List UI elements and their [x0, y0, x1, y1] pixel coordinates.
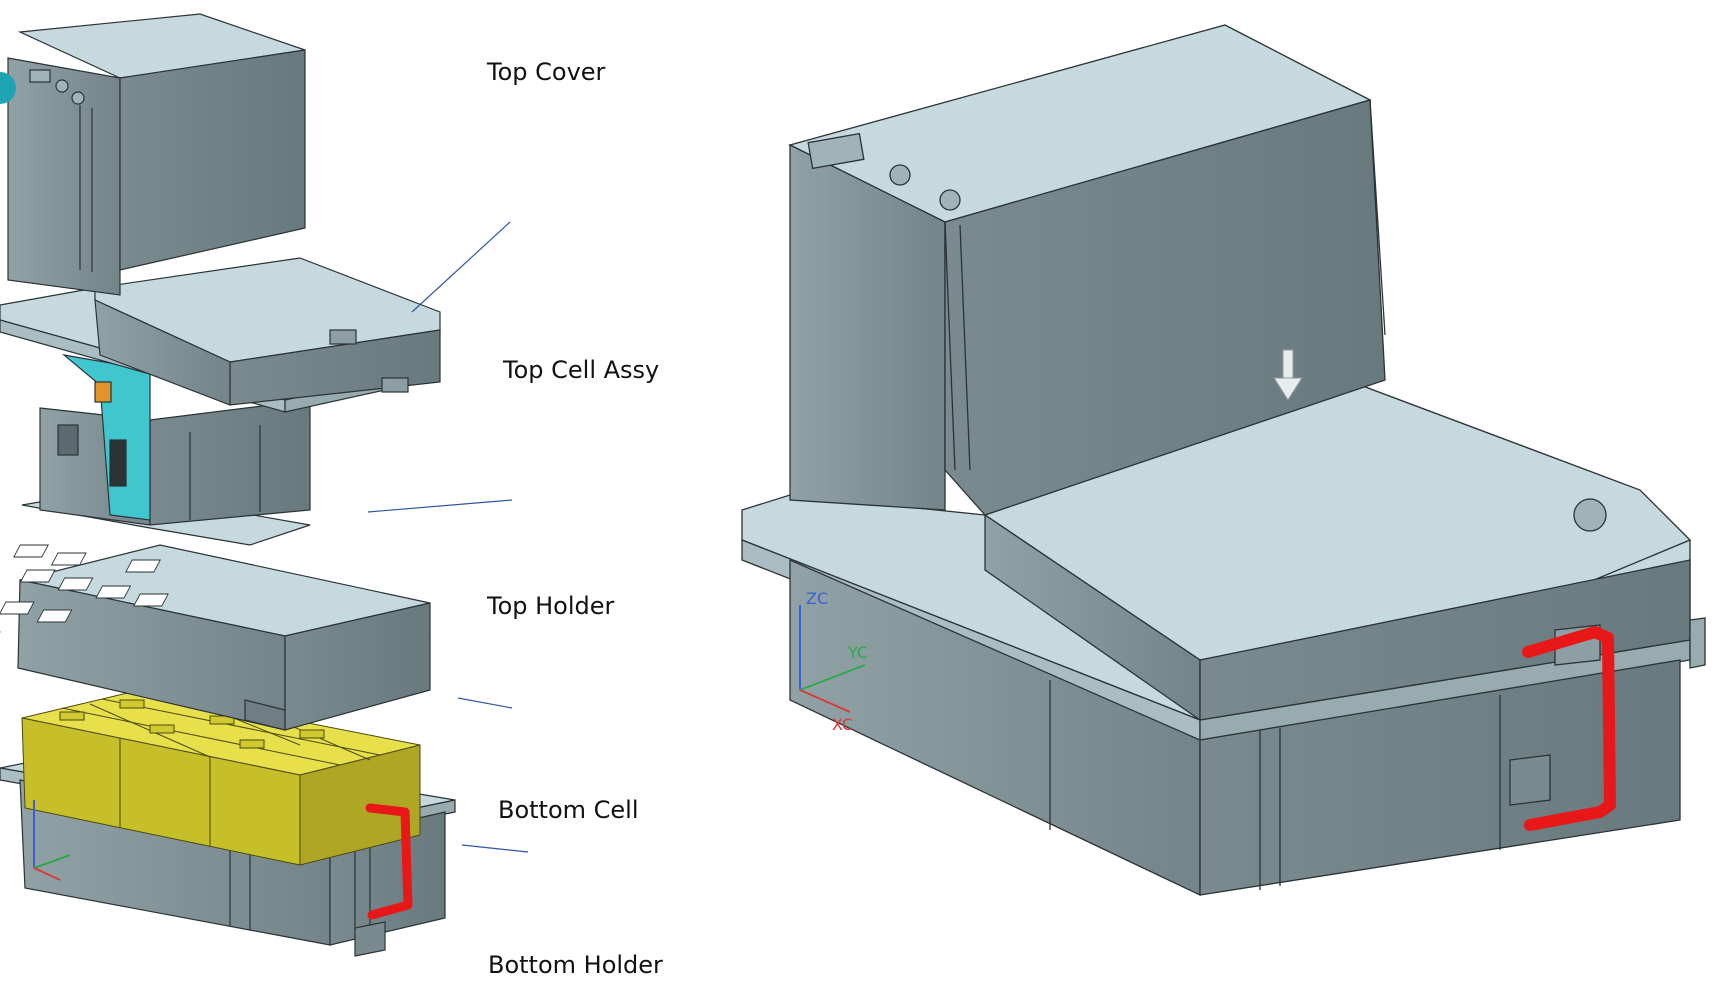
top-cover-part	[0, 13, 441, 413]
label-top-holder: Top Holder	[487, 592, 615, 620]
view-indicator-icon	[0, 72, 16, 104]
leader-lines	[367, 221, 529, 853]
assembled-view	[741, 24, 1706, 897]
exploded-view	[0, 13, 529, 957]
axis-triad-large: ZC YC XC	[799, 589, 868, 734]
coolant-pipe-small	[365, 803, 413, 920]
label-top-cover: Top Cover	[487, 58, 606, 86]
axis-label-x: XC	[832, 715, 853, 734]
label-top-cell-assy: Top Cell Assy	[503, 356, 660, 384]
label-bottom-cell: Bottom Cell	[498, 796, 639, 824]
axis-label-y: YC	[847, 643, 868, 662]
top-cell-assy-part	[21, 354, 311, 546]
label-bottom-holder: Bottom Holder	[488, 951, 663, 979]
top-holder-part	[0, 544, 431, 731]
coolant-pipe-large	[1522, 626, 1616, 831]
direction-arrow-icon	[1273, 349, 1303, 401]
bottom-cell-part	[21, 689, 421, 866]
axis-label-z: ZC	[806, 589, 828, 608]
axis-triad-small	[33, 800, 71, 881]
